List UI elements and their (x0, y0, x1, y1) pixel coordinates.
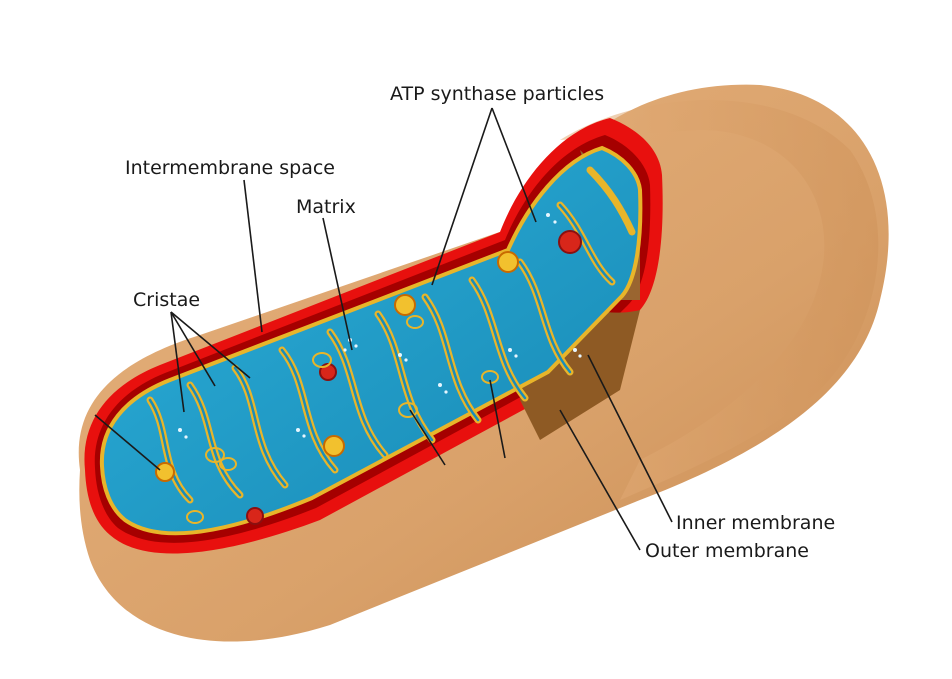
matrix-particles (178, 213, 582, 439)
granules (155, 230, 582, 525)
label-matrix: Matrix (296, 196, 356, 218)
matrix-region (99, 145, 643, 536)
label-atp-synthase: ATP synthase particles (390, 83, 605, 105)
leader-lines (94, 107, 673, 551)
label-cristae: Cristae (133, 289, 201, 311)
label-intermembrane-space: Intermembrane space (125, 157, 335, 179)
label-inner-membrane: Inner membrane (676, 512, 836, 534)
label-outer-membrane: Outer membrane (645, 540, 809, 562)
outer-body-shade (560, 100, 879, 500)
dna-rings (186, 315, 499, 524)
cristae-folds-inner (148, 203, 614, 502)
